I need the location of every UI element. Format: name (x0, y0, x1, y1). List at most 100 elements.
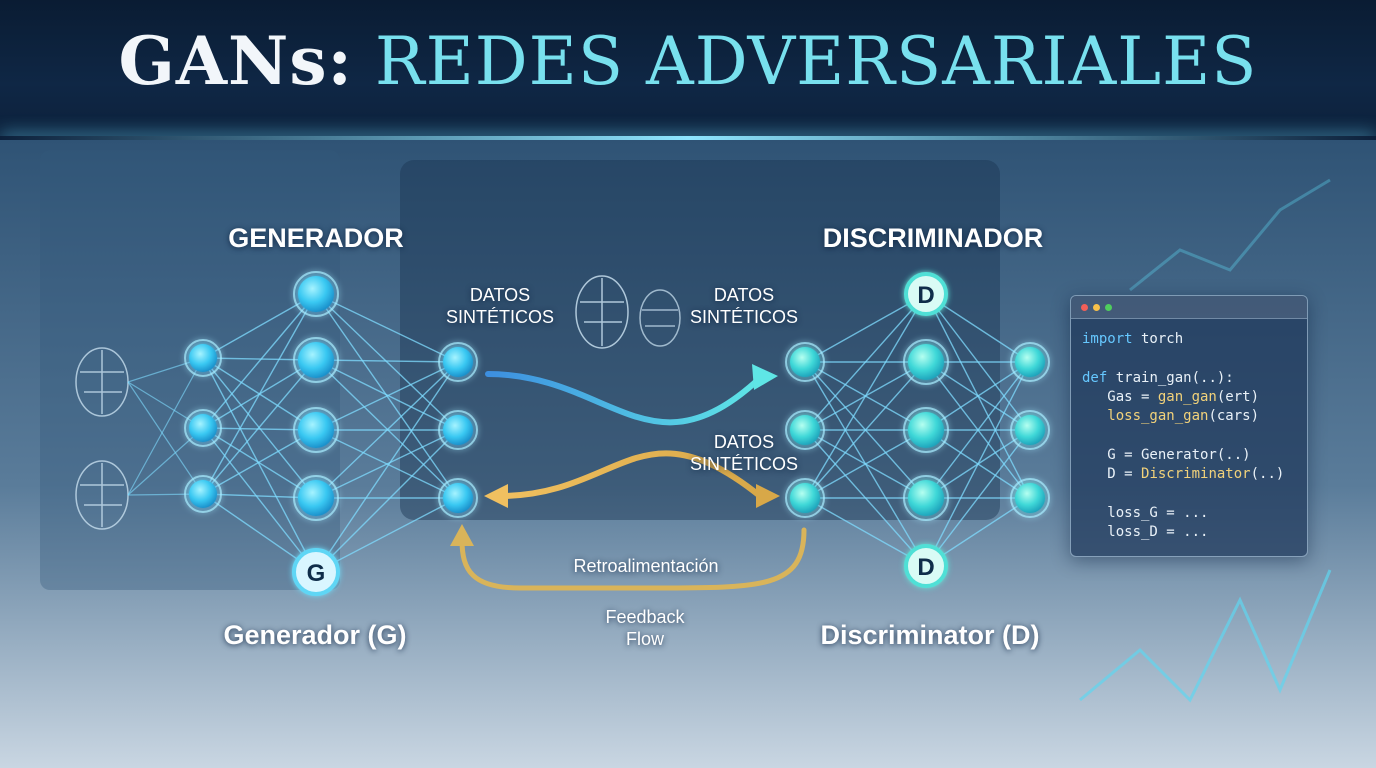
code-window-titlebar (1071, 296, 1307, 319)
feedback-arrow-head-right (756, 484, 780, 508)
code-text: (cars) (1208, 408, 1260, 425)
neuron-node (438, 410, 478, 450)
synthetic-data-label-mid: DATOS SINTÉTICOS (684, 431, 804, 475)
code-text: (..) (1250, 466, 1285, 483)
network-connection (315, 361, 459, 573)
feedback-flow-line2: Flow (625, 629, 664, 649)
code-window: import torch def train_gan(..): Gas = ga… (1070, 295, 1308, 557)
input-connection (127, 357, 204, 496)
input-connection (127, 381, 204, 429)
synthetic-data-line1: DATOS (713, 432, 775, 452)
discriminator-badge-top (904, 272, 948, 316)
discriminator-network (785, 339, 1050, 521)
neuron-node (785, 342, 825, 382)
neuron-node (903, 475, 949, 521)
synthetic-data-arrow-head (752, 364, 778, 390)
network-connection (315, 293, 459, 431)
face-icon (575, 275, 629, 349)
neuron-node (438, 478, 478, 518)
neuron-node (293, 475, 339, 521)
network-connection (315, 293, 459, 363)
generator-heading: GENERADOR (228, 223, 404, 253)
neuron-node (903, 339, 949, 385)
generator-caption: Generador (G) (223, 620, 407, 650)
retro-feedback-arrow (459, 527, 807, 591)
network-connection (202, 427, 317, 573)
retro-arrow-head (450, 524, 474, 546)
title-glow-line (0, 136, 1376, 142)
code-text: torch (1132, 331, 1184, 347)
network-connection (315, 359, 459, 431)
neuron-node (438, 342, 478, 382)
network-connection (315, 429, 459, 499)
network-connection (202, 357, 317, 573)
code-function: Discriminator (1141, 466, 1251, 483)
feedback-label: Retroalimentación (573, 556, 719, 576)
input-connection (127, 427, 204, 496)
code-block: import torch def train_gan(..): Gas = ga… (1082, 330, 1284, 542)
generator-badge-label: G (307, 560, 326, 587)
discriminator-feedback-arrow (497, 450, 763, 499)
window-maximize-dot (1105, 304, 1112, 311)
network-connection (925, 361, 1031, 431)
network-connection (804, 293, 927, 431)
discriminator-heading: DISCRIMINADOR (822, 223, 1044, 253)
code-keyword: import (1082, 331, 1133, 347)
code-text: loss_D = ... (1082, 523, 1209, 540)
window-minimize-dot (1093, 304, 1100, 311)
generator-badge (292, 548, 340, 596)
window-close-dot (1081, 304, 1088, 311)
background-trend-line (1079, 569, 1332, 703)
neuron-node (293, 271, 339, 317)
network-connection (804, 497, 927, 567)
code-text: D = (1082, 466, 1142, 483)
synthetic-data-label-left: DATOS SINTÉTICOS (440, 284, 560, 328)
neuron-node (184, 475, 222, 513)
network-connection (925, 361, 1031, 499)
code-text: G = Generator(..) (1082, 446, 1251, 463)
generator-network (184, 271, 478, 521)
title-part-gans: GANs: (118, 22, 353, 100)
code-keyword: def (1082, 369, 1108, 386)
synthetic-data-line2: SINTÉTICOS (689, 454, 798, 474)
synthetic-data-label-right: DATOS SINTÉTICOS (684, 284, 804, 328)
neuron-node (785, 410, 825, 450)
discriminator-badge-top-label: D (917, 282, 934, 309)
code-text: (ert) (1216, 388, 1260, 405)
network-connection (804, 293, 927, 499)
neuron-node (1010, 342, 1050, 382)
title-part-redes: REDES ADVERSARIALES (374, 23, 1258, 100)
discriminator-badge-bottom (904, 544, 948, 588)
network-connection (804, 361, 927, 499)
discriminator-caption: Discriminator (D) (820, 620, 1040, 650)
network-connection (804, 429, 927, 499)
network-connection (315, 429, 459, 573)
neuron-node (1010, 410, 1050, 450)
network-connection (202, 293, 317, 495)
network-connection (315, 359, 459, 363)
network-connection (202, 293, 317, 429)
input-connection (127, 381, 204, 495)
face-icon (639, 289, 681, 347)
network-connection (925, 361, 1031, 567)
network-connection (315, 359, 459, 499)
synthetic-data-line1: DATOS (469, 285, 531, 305)
synthetic-data-arrow (485, 371, 763, 426)
page-title: GANs: REDES ADVERSARIALES (0, 22, 1376, 100)
neuron-node (184, 339, 222, 377)
network-connection (925, 429, 1031, 567)
neuron-node (785, 478, 825, 518)
neuron-node (293, 337, 339, 383)
feedback-flow-line1: Feedback (605, 607, 685, 627)
code-text: loss_G = ... (1082, 504, 1209, 521)
neuron-node (184, 409, 222, 447)
code-function: loss_gan_gan (1082, 408, 1209, 425)
network-connection (315, 361, 459, 431)
synthetic-data-line1: DATOS (713, 285, 775, 305)
synthetic-data-line2: SINTÉTICOS (445, 307, 554, 327)
neuron-node (1010, 478, 1050, 518)
face-icon (75, 460, 129, 530)
network-connection (315, 361, 459, 499)
feedback-arrow-head-left (484, 484, 508, 508)
